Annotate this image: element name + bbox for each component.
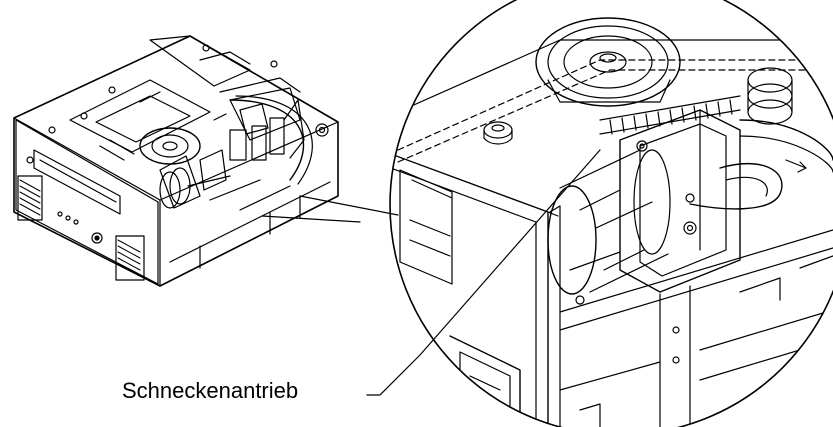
worm-drive-detail	[390, 17, 833, 427]
tape-drive-overview	[13, 35, 339, 287]
callout-leaders	[261, 149, 601, 396]
front-vents	[19, 179, 141, 277]
drive-motor	[547, 149, 671, 295]
worm-gear-teeth	[599, 95, 741, 135]
worm-drive-label: Schneckenantrieb	[122, 378, 299, 403]
detail-magnification	[389, 0, 833, 427]
